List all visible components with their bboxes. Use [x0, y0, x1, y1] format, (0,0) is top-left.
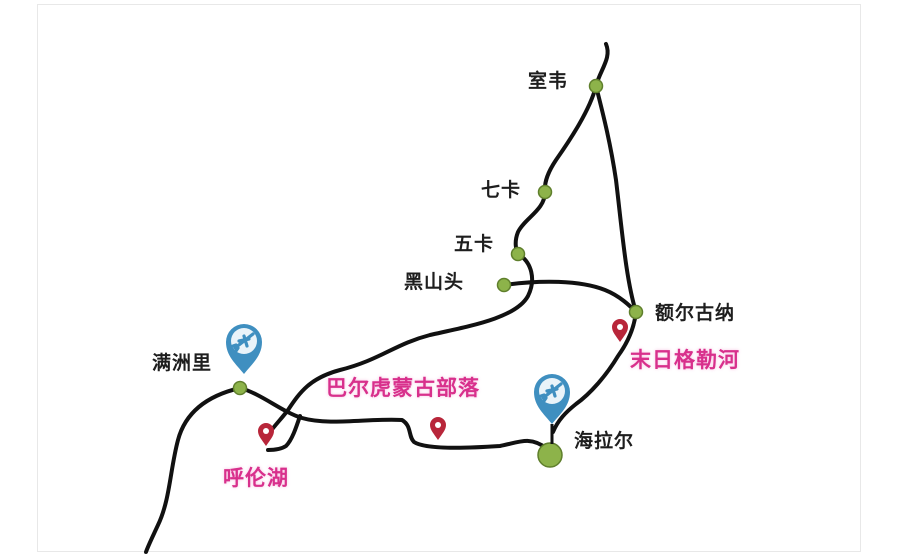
attraction-label-barhu: 巴尔虎蒙古部落 [326, 376, 480, 400]
airplane-icon [226, 324, 262, 374]
road-shiwei-qika [542, 84, 598, 194]
road-hulunhu-spur [266, 414, 302, 452]
location-pin-icon [612, 319, 628, 342]
station-hailar [537, 442, 563, 468]
station-manzhouli [232, 380, 248, 396]
station-wuka [510, 246, 526, 262]
town-label-erguna: 额尔古纳 [655, 302, 736, 324]
town-label-manzhouli: 满洲里 [152, 352, 213, 374]
road-heishantou-erguna [502, 279, 638, 314]
road-shiwei-erguna [594, 84, 638, 314]
town-label-heishantou: 黑山头 [404, 271, 465, 293]
road-manzhouli-hailar [238, 386, 548, 450]
location-pin-icon [258, 423, 274, 446]
station-shiwei [588, 78, 604, 94]
location-pin-icon [430, 417, 446, 440]
station-erguna [628, 304, 644, 320]
road-erguna-hailar [551, 310, 638, 434]
road-manzhouli-west [144, 386, 242, 554]
town-label-qika: 七卡 [481, 179, 522, 201]
station-heishantou [496, 277, 512, 293]
town-label-hailar: 海拉尔 [574, 430, 635, 452]
station-qika [537, 184, 553, 200]
town-label-wuka: 五卡 [454, 233, 495, 255]
attraction-label-hulunhu: 呼伦湖 [223, 466, 289, 490]
road-wuka-south [268, 252, 535, 434]
road-qika-wuka [513, 190, 547, 256]
town-label-shiwei: 室韦 [528, 70, 569, 92]
attraction-label-moridalewhe: 末日格勒河 [630, 348, 740, 372]
airplane-icon [534, 374, 570, 444]
